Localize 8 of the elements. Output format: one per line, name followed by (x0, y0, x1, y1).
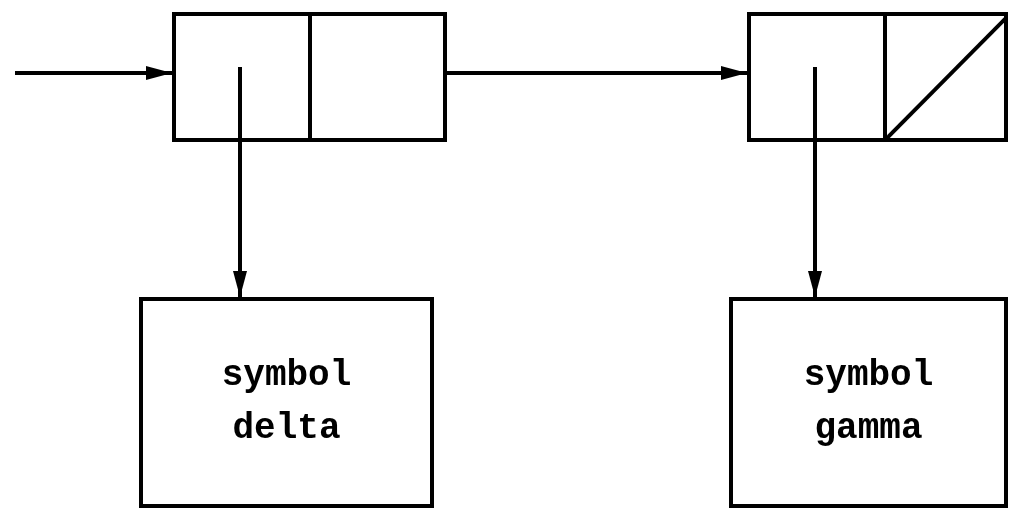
symbol-label: symbol delta (220, 354, 353, 451)
pointer-arrow (447, 66, 747, 80)
symbol-box (139, 297, 434, 508)
pointer-arrow (233, 67, 247, 297)
symbol-label: symbol gamma (802, 354, 935, 451)
symbol-box (729, 297, 1008, 508)
pointer-arrow (15, 66, 172, 80)
pointer-arrow (808, 67, 822, 297)
